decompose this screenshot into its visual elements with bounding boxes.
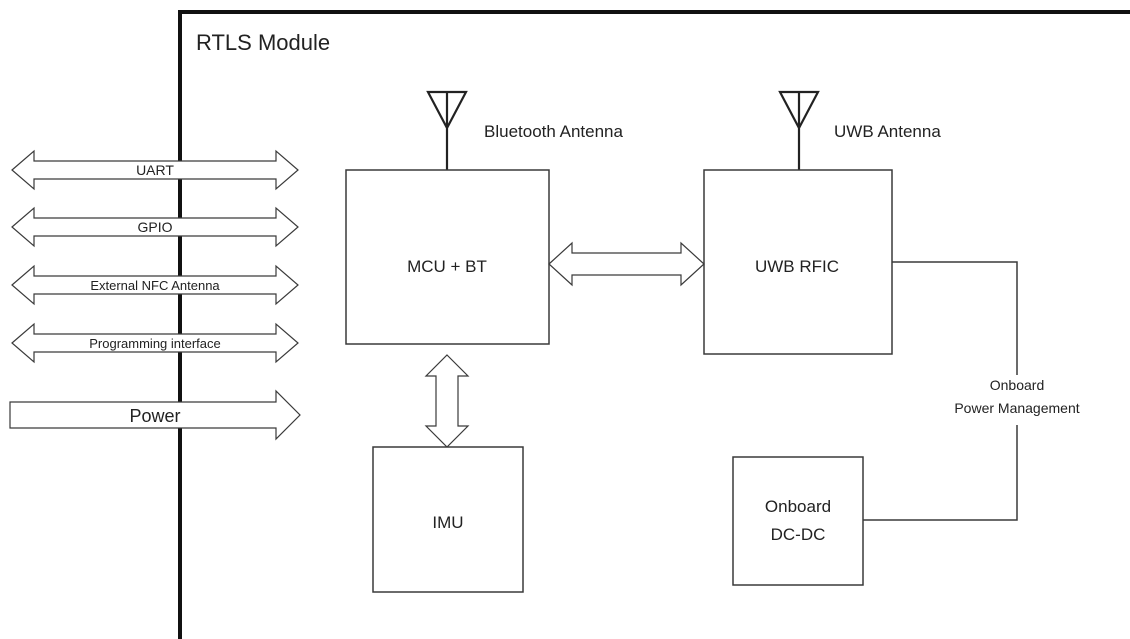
- uart-arrow: [11, 149, 299, 191]
- antenna-icon: [426, 90, 468, 170]
- imu-block: IMU: [372, 446, 524, 593]
- gpio-label: GPIO: [137, 219, 172, 235]
- module-boundary: [178, 10, 1130, 639]
- dcdc-block: Onboard DC-DC: [732, 456, 864, 586]
- antenna-icon: [778, 90, 820, 170]
- interface-programming: Programming interface: [11, 322, 299, 364]
- bluetooth-antenna-label: Bluetooth Antenna: [484, 122, 624, 141]
- dcdc-label-line2: DC-DC: [771, 525, 826, 544]
- power-label: Power: [129, 406, 180, 426]
- power-management-label-line1: Onboard: [990, 377, 1044, 393]
- uwb-antenna-label: UWB Antenna: [834, 122, 941, 141]
- gpio-arrow: [11, 206, 299, 248]
- interface-power: Power: [9, 389, 301, 441]
- mcu-bt-label: MCU + BT: [407, 257, 487, 276]
- module-title: RTLS Module: [196, 30, 330, 55]
- dcdc-label-line1: Onboard: [765, 497, 831, 516]
- power-management-wire: [863, 261, 1018, 521]
- power-management-label-line2: Power Management: [954, 400, 1079, 416]
- interface-nfc: External NFC Antenna: [11, 264, 299, 306]
- uart-label: UART: [136, 162, 174, 178]
- uwb-antenna: UWB Antenna: [778, 90, 941, 170]
- imu-label: IMU: [432, 513, 463, 532]
- mcu-bt-block: MCU + BT: [345, 169, 550, 345]
- nfc-label: External NFC Antenna: [90, 278, 220, 293]
- interface-uart: UART: [11, 149, 299, 191]
- bluetooth-antenna: Bluetooth Antenna: [426, 90, 624, 170]
- uwb-rfic-block: UWB RFIC: [703, 169, 893, 355]
- uwb-rfic-label: UWB RFIC: [755, 257, 839, 276]
- programming-label: Programming interface: [89, 336, 221, 351]
- nfc-arrow: [11, 264, 299, 306]
- mcu-imu-link-arrow: [424, 354, 470, 448]
- interface-gpio: GPIO: [11, 206, 299, 248]
- programming-arrow: [11, 322, 299, 364]
- mcu-uwb-link-arrow: [548, 241, 705, 287]
- power-arrow: [9, 389, 301, 441]
